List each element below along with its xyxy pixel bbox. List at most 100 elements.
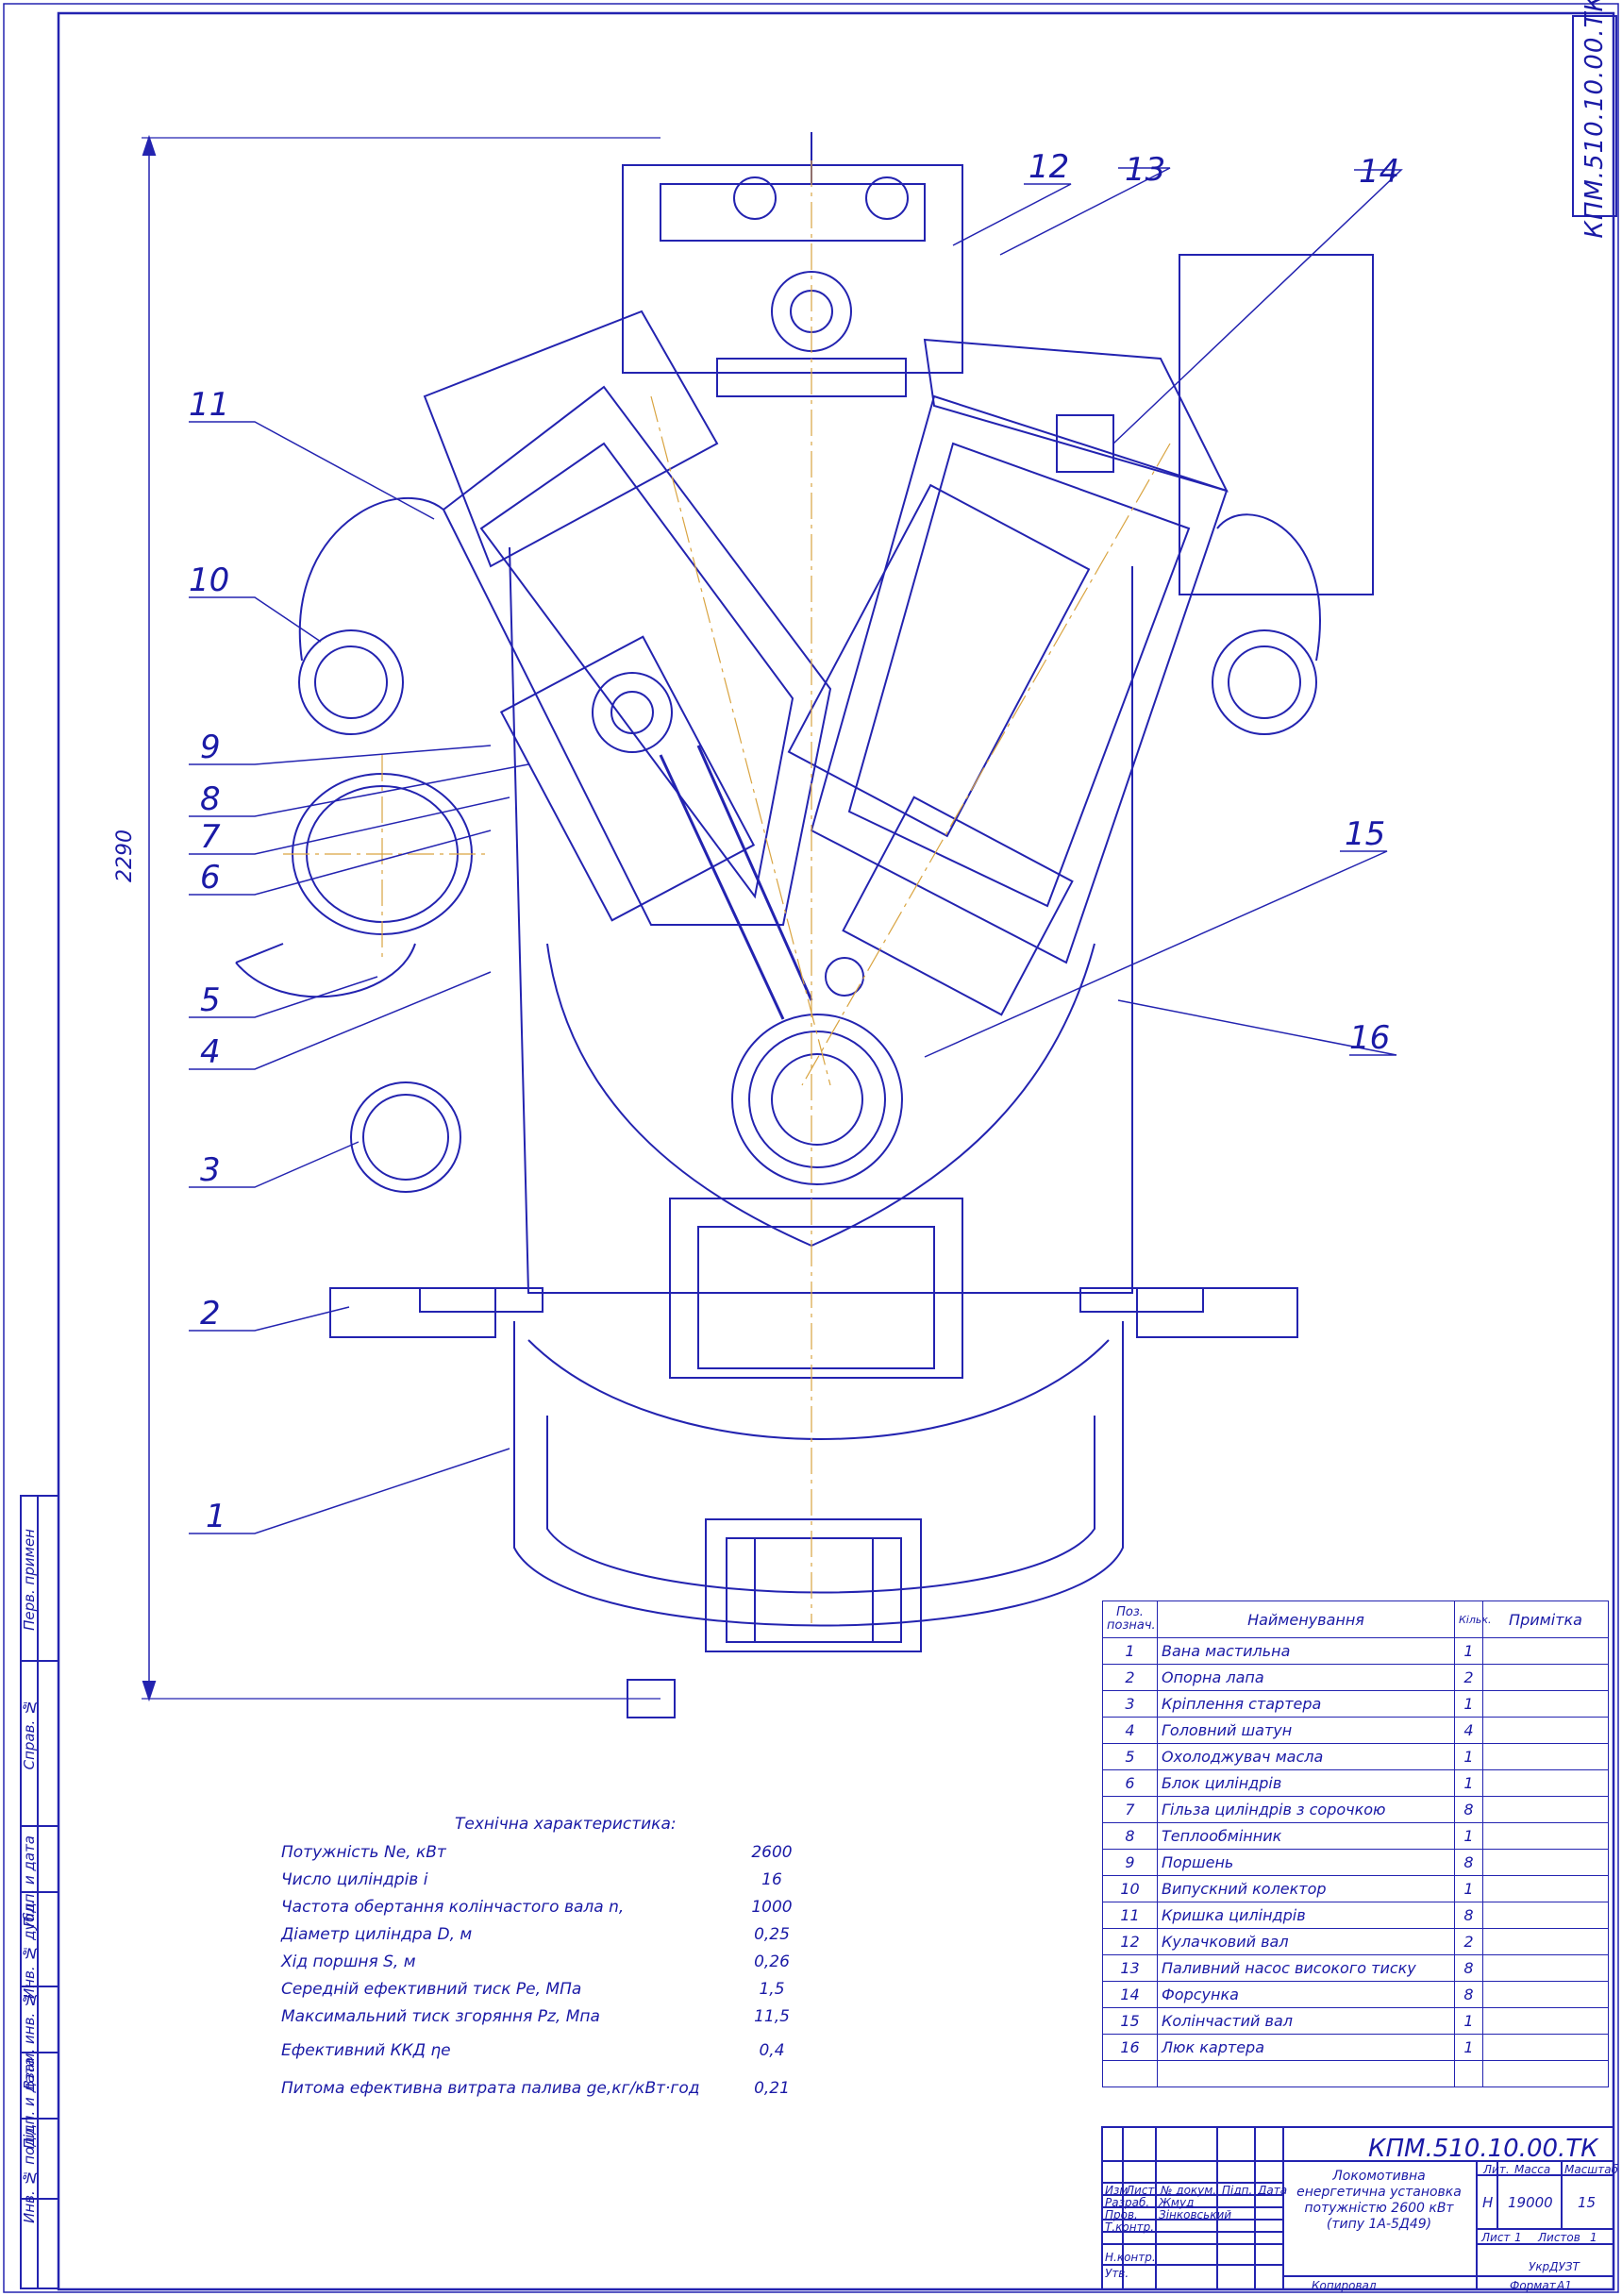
tb-format-value: А1	[1557, 2279, 1572, 2292]
table-row	[1102, 2060, 1609, 2087]
callout-5: 5	[200, 981, 221, 1019]
tb-org: УкрДУЗТ	[1529, 2260, 1580, 2273]
tb-lit-label: Лит.	[1483, 2163, 1510, 2176]
spec-label: Хід поршня S, м	[281, 1952, 416, 1971]
spec-label: Частота обертання колінчастого вала n,	[281, 1898, 625, 1917]
tech-spec-row: Число циліндрів i 16	[281, 1868, 810, 1892]
part-name: Кришка циліндрів	[1157, 1902, 1455, 1929]
spec-label: Потужність Ne, кВт	[281, 1843, 446, 1862]
tb-data: Дата	[1258, 2184, 1288, 2197]
part-note	[1482, 1954, 1609, 1982]
callout-12: 12	[1028, 148, 1070, 186]
tech-spec-row: Максимальний тиск згоряння Pz, Мпа 11,5	[281, 2004, 810, 2029]
sprav-no-label: Справ. №	[21, 1699, 38, 1770]
tb-role: Разраб.	[1105, 2196, 1150, 2209]
part-note	[1482, 1928, 1609, 1955]
spec-value: 0,4	[759, 2041, 785, 2060]
spec-label: Ефективний ККД ηe	[281, 2041, 451, 2060]
tb-sheets-value: 1	[1590, 2231, 1597, 2244]
part-name: Гільза циліндрів з сорочкою	[1157, 1796, 1455, 1823]
tb-format-label: Формат	[1510, 2279, 1556, 2292]
tb-name: Жмуд	[1159, 2196, 1195, 2209]
callout-15: 15	[1345, 815, 1386, 853]
callout-1: 1	[206, 1498, 226, 1535]
tb-mass-value: 19000	[1508, 2194, 1553, 2211]
part-qty: 8	[1454, 1849, 1483, 1876]
part-qty: 1	[1454, 1637, 1483, 1665]
tb-role: Пров.	[1105, 2208, 1138, 2221]
part-note	[1482, 1822, 1609, 1850]
callout-6: 6	[200, 859, 221, 897]
inv-dubl-label: Инв. № дубл.	[21, 1900, 38, 2000]
callout-7: 7	[200, 818, 221, 856]
drawing-code: КПМ.510.10.00.ТК	[1580, 0, 1609, 239]
part-qty: 2	[1454, 1664, 1483, 1691]
callout-3: 3	[200, 1151, 221, 1189]
tb-sheets-label: Листов	[1538, 2231, 1580, 2244]
tech-spec-title: Технічна характеристика:	[455, 1815, 677, 1834]
part-qty: 8	[1454, 1981, 1483, 2008]
part-pos: 8	[1102, 1822, 1158, 1850]
part-qty: 4	[1454, 1717, 1483, 1744]
callout-11: 11	[189, 386, 230, 424]
parts-list-table: Поз. познач. Найменування Кільк. Примітк…	[1102, 1600, 1609, 2087]
part-name: Опорна лапа	[1157, 1664, 1455, 1691]
part-name: Охолоджувач масла	[1157, 1743, 1455, 1770]
callout-10: 10	[189, 561, 230, 599]
part-pos: 6	[1102, 1769, 1158, 1797]
tech-spec-row: Частота обертання колінчастого вала n,10…	[281, 1895, 810, 1919]
part-pos: 3	[1102, 1690, 1158, 1718]
header-qty: Кільк.	[1454, 1600, 1492, 1638]
spec-value: 1,5	[759, 1980, 785, 1999]
tech-spec-row: Ефективний ККД ηe 0,4	[281, 2038, 810, 2063]
spec-label: Максимальний тиск згоряння Pz, Мпа	[281, 2007, 600, 2026]
part-qty: 8	[1454, 1902, 1483, 1929]
part-pos: 4	[1102, 1717, 1158, 1744]
title-block-grid	[1101, 2126, 1614, 2290]
spec-value: 16	[761, 1870, 782, 1889]
part-note	[1482, 1664, 1609, 1691]
part-qty: 1	[1454, 1743, 1483, 1770]
part-name: Поршень	[1157, 1849, 1455, 1876]
spec-value: 11,5	[754, 2007, 790, 2026]
part-qty: 1	[1454, 2034, 1483, 2061]
callout-16: 16	[1349, 1019, 1391, 1057]
inv-podl-label: Инв. № подл.	[21, 2123, 38, 2223]
tb-doc-no: № докум.	[1161, 2184, 1217, 2197]
part-pos: 7	[1102, 1796, 1158, 1823]
spec-label: Число циліндрів i	[281, 1870, 428, 1889]
part-qty: 1	[1454, 1769, 1483, 1797]
tb-izm: Изм	[1105, 2184, 1129, 2197]
tb-role: Утв.	[1105, 2267, 1129, 2280]
tech-spec-row: Хід поршня S, м 0,26	[281, 1950, 810, 1974]
part-note	[1482, 1981, 1609, 2008]
part-name: Випускний колектор	[1157, 1875, 1455, 1902]
part-pos: 16	[1102, 2034, 1158, 2061]
part-qty: 1	[1454, 2007, 1483, 2035]
part-name: Вана мастильна	[1157, 1637, 1455, 1665]
part-pos: 14	[1102, 1981, 1158, 2008]
callout-13: 13	[1125, 151, 1166, 189]
part-qty: 8	[1454, 1954, 1483, 1982]
spec-value: 0,26	[754, 1952, 790, 1971]
part-name: Кріплення стартера	[1157, 1690, 1455, 1718]
callout-8: 8	[200, 780, 221, 818]
part-qty: 1	[1454, 1690, 1483, 1718]
parts-header-row: Поз. познач. Найменування Кільк. Примітк…	[1102, 1600, 1609, 1638]
drawing-code-stamp: КПМ.510.10.00.ТК	[1572, 0, 1617, 239]
part-pos: 12	[1102, 1928, 1158, 1955]
part-note	[1482, 1849, 1609, 1876]
callout-14: 14	[1359, 153, 1400, 191]
